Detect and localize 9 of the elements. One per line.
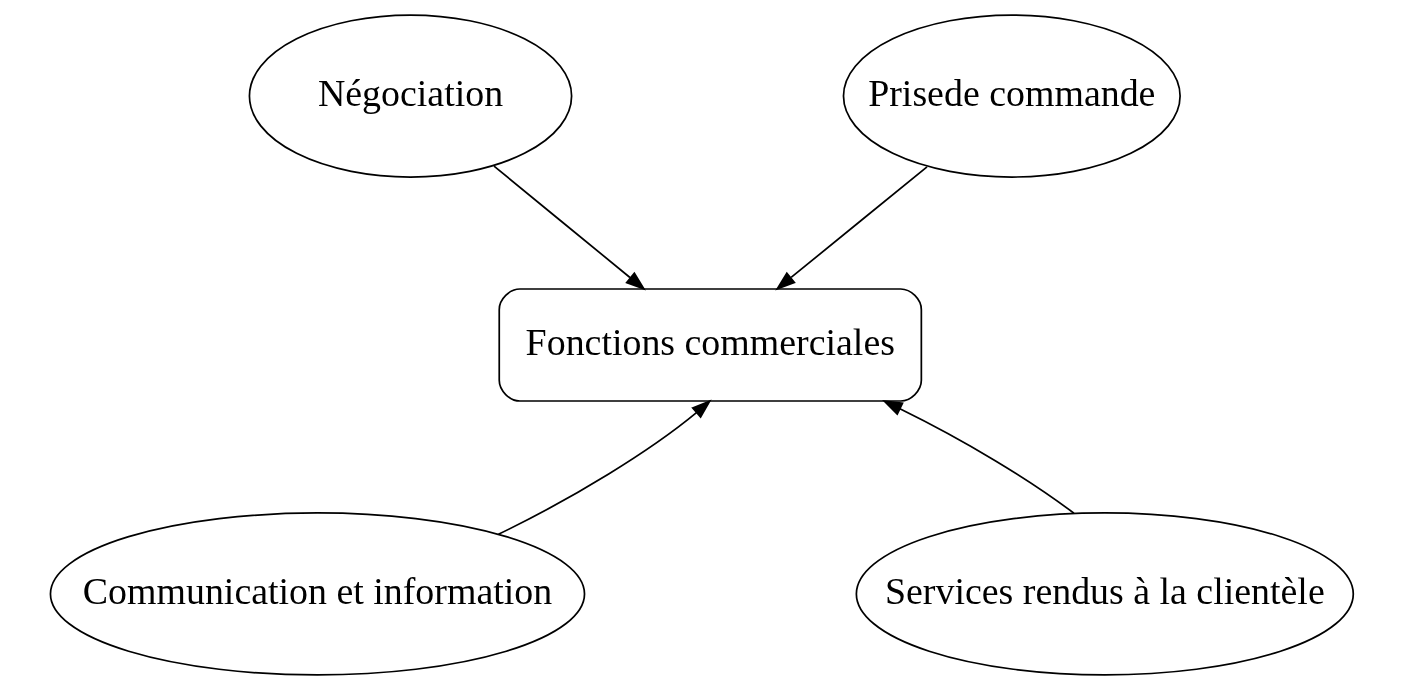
node-box: Fonctions commerciales: [498, 288, 923, 402]
arrow: [775, 165, 928, 291]
node-ellipse: Négociation: [248, 14, 573, 178]
node-ellipse: Communication et information: [49, 512, 586, 676]
arrow: [493, 165, 646, 291]
arrow: [882, 400, 1075, 515]
node-ellipse: Prisede commande: [842, 14, 1181, 178]
node-ellipse: Services rendus à la clientèle: [855, 512, 1355, 676]
arrow: [497, 399, 712, 536]
